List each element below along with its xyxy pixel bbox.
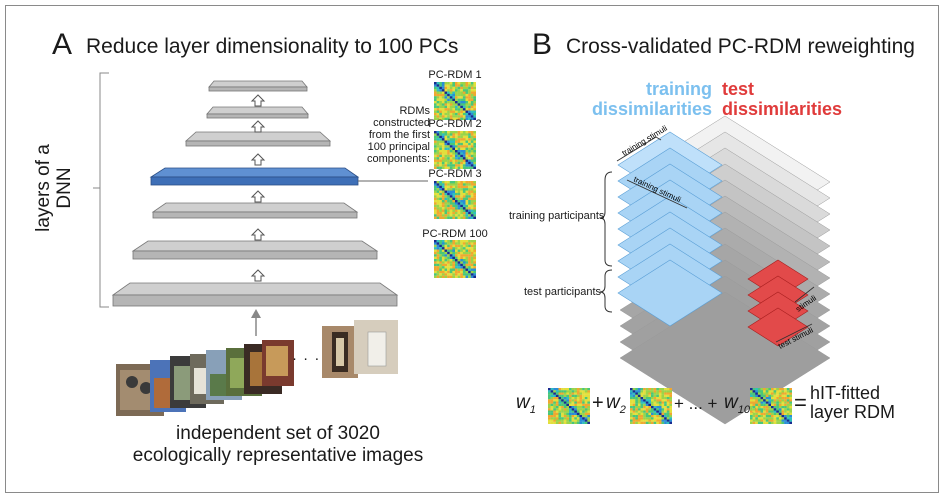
equation-dots: + ... + xyxy=(674,394,718,413)
rdm-note-line: RDMs xyxy=(399,105,430,117)
pc-rdm-2-matrix xyxy=(434,131,476,169)
rdm-note-line: constructed xyxy=(373,117,430,129)
dnn-layer-1 xyxy=(208,80,308,92)
test-dissimilarity-quadrant xyxy=(747,307,809,347)
stimulus-image-vase xyxy=(354,320,398,374)
dnn-layer-2 xyxy=(206,106,309,119)
equals-sign: = xyxy=(794,390,807,415)
plus-1: + xyxy=(592,392,604,414)
dnn-layer-5 xyxy=(151,202,359,219)
layer-arrows xyxy=(250,94,266,282)
pc-rdm-2-label: PC-RDM 2 xyxy=(428,118,482,130)
panel-a-letter: A xyxy=(52,28,73,61)
result-line1: hIT-fitted xyxy=(810,383,881,403)
weight-1: w1 xyxy=(516,392,536,416)
dnn-layer-7 xyxy=(111,282,399,307)
dnn-stack xyxy=(93,72,428,336)
equation-rdm-1 xyxy=(548,388,590,424)
panel-b-letter: B xyxy=(532,28,553,61)
panel-a-title: Reduce layer dimensionality to 100 PCs xyxy=(86,35,459,58)
dnn-layer-6 xyxy=(131,240,379,260)
caption-line2: ecologically representative images xyxy=(132,445,424,466)
rdm-note-line: components: xyxy=(367,153,430,165)
test-participants-brace xyxy=(599,269,613,313)
training-line2: dissimilarities xyxy=(591,99,712,119)
image-collage xyxy=(116,320,398,416)
pc-rdm-100-label: PC-RDM 100 xyxy=(422,228,488,240)
dnn-layer-3 xyxy=(184,131,332,147)
training-dissimilarities-label: training dissimilarities xyxy=(580,79,712,119)
pc-rdm-1-matrix xyxy=(434,82,476,120)
figure-frame xyxy=(5,5,939,493)
rdm-note-line: from the first xyxy=(368,129,430,141)
weight-2: w2 xyxy=(606,392,626,416)
pc-rdm-3-matrix xyxy=(434,181,476,219)
equation-rdm-2 xyxy=(630,388,672,424)
test-line2: dissimilarities xyxy=(722,99,843,119)
caption-line1: independent set of 3020 xyxy=(176,423,380,444)
equation-result: hIT-fitted layer RDM xyxy=(810,384,895,422)
stimulus-image-last xyxy=(322,326,358,378)
training-line1: training xyxy=(646,79,712,99)
stimulus-image-8 xyxy=(262,340,294,386)
equation-rdm-100 xyxy=(750,388,792,424)
training-dissimilarity-quadrant xyxy=(617,259,723,327)
test-line1: test xyxy=(722,79,755,99)
rdm-note: RDMs constructed from the first 100 prin… xyxy=(338,105,430,165)
pc-rdm-100-matrix xyxy=(434,240,476,278)
images-ellipsis: · · · xyxy=(292,350,321,367)
training-participants-label: training participants xyxy=(509,210,605,222)
panel-a-caption: independent set of 3020 ecologically rep… xyxy=(128,423,428,467)
layers-bracket xyxy=(99,72,109,308)
pc-rdm-3-label: PC-RDM 3 xyxy=(428,168,482,180)
panel-b-title: Cross-validated PC-RDM reweighting xyxy=(566,35,915,58)
rdm-note-line: 100 principal xyxy=(367,141,430,153)
training-stimuli-bracket-top xyxy=(616,136,662,162)
training-stimuli-bracket xyxy=(626,179,688,209)
reweighting-equation: w1 + w2 + ... + w100 = hIT-fitted layer … xyxy=(510,384,930,438)
pc-rdm-1-label: PC-RDM 1 xyxy=(428,69,482,81)
result-line2: layer RDM xyxy=(810,402,896,422)
test-participants-label: test participants xyxy=(524,286,602,298)
test-dissimilarities-label: test dissimilarities xyxy=(722,79,862,119)
training-participants-brace xyxy=(599,171,613,267)
